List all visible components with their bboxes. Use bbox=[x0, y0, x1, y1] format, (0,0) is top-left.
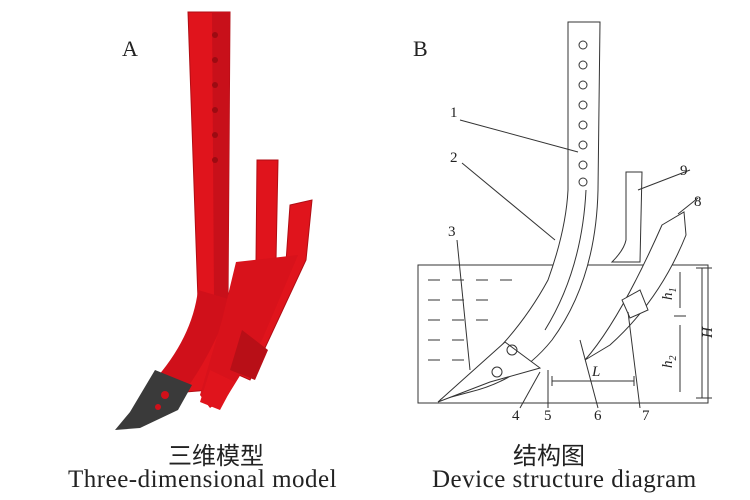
model-wing bbox=[200, 255, 298, 408]
dimension-label-h: H bbox=[700, 326, 716, 339]
diagram-shank-inner bbox=[544, 189, 587, 331]
panel-a-letter: A bbox=[122, 36, 138, 61]
model-caption-english: Three-dimensional model bbox=[68, 466, 338, 493]
part-label-2: 2 bbox=[450, 150, 458, 166]
diagram-shank-holes bbox=[578, 40, 588, 187]
soil-hatch bbox=[428, 279, 512, 361]
model-wing-2 bbox=[230, 330, 268, 380]
part-label-1: 1 bbox=[450, 105, 458, 121]
part-label-9: 9 bbox=[680, 163, 688, 179]
h2-base: h bbox=[660, 361, 676, 369]
diagram-caption-english: Device structure diagram bbox=[432, 466, 697, 493]
part-label-8: 8 bbox=[694, 194, 702, 210]
part-label-3: 3 bbox=[448, 224, 456, 240]
part-label-6: 6 bbox=[594, 408, 602, 424]
model-curved-body bbox=[150, 290, 232, 400]
dimension-label-h2: h2 bbox=[660, 356, 679, 369]
model-share bbox=[115, 370, 192, 430]
model-share-bolt-2 bbox=[155, 404, 161, 410]
diagram-share bbox=[437, 341, 542, 403]
model-share-bolt bbox=[161, 391, 169, 399]
diagram-caption-chinese: 结构图 bbox=[513, 442, 585, 470]
h1-base: h bbox=[660, 293, 676, 301]
diagram-slider bbox=[621, 289, 649, 319]
diagram-bolt-1 bbox=[491, 366, 503, 378]
h1-sub: 1 bbox=[668, 288, 679, 293]
panel-b-letter: B bbox=[413, 36, 428, 61]
part-label-4: 4 bbox=[512, 408, 520, 424]
h2-sub: 2 bbox=[668, 356, 679, 361]
part-label-7: 7 bbox=[642, 408, 650, 424]
dimension-label-h1: h1 bbox=[660, 288, 679, 301]
leader-lines bbox=[456, 119, 699, 409]
diagram-bolt-2 bbox=[506, 344, 518, 356]
model-shank-holes bbox=[212, 32, 218, 163]
model-wing-3 bbox=[200, 370, 235, 410]
diagram-arm bbox=[584, 211, 687, 361]
dimension-label-l: L bbox=[591, 364, 600, 380]
model-caption-chinese: 三维模型 bbox=[168, 442, 264, 470]
diagram-shank bbox=[439, 21, 601, 401]
part-label-5: 5 bbox=[544, 408, 552, 424]
diagram-post bbox=[610, 171, 643, 263]
